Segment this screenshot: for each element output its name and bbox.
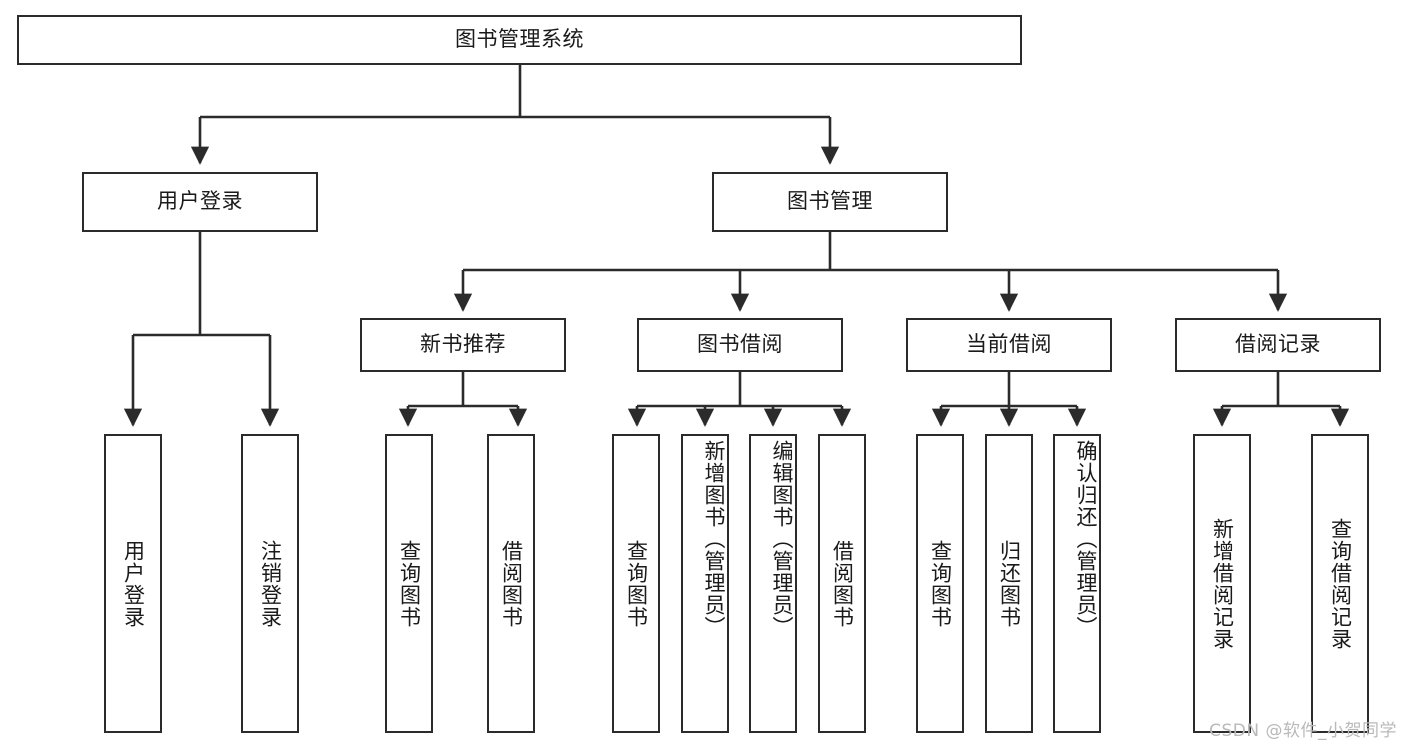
node-label: 借阅图书 [830, 539, 855, 628]
node-current-borrow[interactable]: 当前借阅 [906, 318, 1112, 372]
leaf-add-borrow-record[interactable]: 新增借阅记录 [1193, 434, 1251, 733]
leaf-borrow-book[interactable]: 借阅图书 [818, 434, 866, 733]
leaf-confirm-return-admin[interactable]: 确认归还（管理员） [1053, 434, 1101, 733]
leaf-user-logout[interactable]: 注销登录 [241, 434, 299, 733]
node-label: 查询借阅记录 [1328, 517, 1353, 650]
leaf-query-book-current[interactable]: 查询图书 [916, 434, 964, 733]
node-label: 编辑图书（管理员） [770, 440, 794, 638]
node-borrow-record[interactable]: 借阅记录 [1175, 318, 1381, 372]
node-label: 新增借阅记录 [1210, 517, 1235, 650]
node-label: 查询图书 [397, 539, 422, 628]
node-label: 注销登录 [258, 539, 283, 628]
node-label: 新书推荐 [420, 332, 506, 357]
leaf-add-book-admin[interactable]: 新增图书（管理员） [681, 434, 729, 733]
leaf-query-book-borrow[interactable]: 查询图书 [612, 434, 660, 733]
leaf-user-login[interactable]: 用户登录 [104, 434, 162, 733]
node-label: 用户登录 [121, 539, 146, 628]
node-label: 图书管理系统 [455, 27, 584, 52]
node-label: 借阅记录 [1235, 332, 1321, 357]
leaf-return-book[interactable]: 归还图书 [985, 434, 1033, 733]
leaf-query-book-recommend[interactable]: 查询图书 [385, 434, 433, 733]
node-label: 查询图书 [624, 539, 649, 628]
node-book-borrow[interactable]: 图书借阅 [637, 318, 843, 372]
leaf-borrow-book-recommend[interactable]: 借阅图书 [487, 434, 535, 733]
node-user-login[interactable]: 用户登录 [82, 172, 318, 232]
node-label: 当前借阅 [966, 332, 1052, 357]
node-label: 图书借阅 [697, 332, 783, 357]
node-label: 新增图书（管理员） [702, 440, 726, 638]
node-label: 用户登录 [157, 189, 243, 214]
node-label: 确认归还（管理员） [1074, 440, 1098, 638]
node-root-system[interactable]: 图书管理系统 [17, 15, 1022, 65]
watermark-text: CSDN @软件_小贺同学 [1209, 721, 1397, 741]
node-label: 借阅图书 [499, 539, 524, 628]
node-label: 查询图书 [928, 539, 953, 628]
node-label: 归还图书 [997, 539, 1022, 628]
node-new-book-recommend[interactable]: 新书推荐 [360, 318, 566, 372]
leaf-edit-book-admin[interactable]: 编辑图书（管理员） [749, 434, 797, 733]
node-label: 图书管理 [787, 189, 873, 214]
node-book-management[interactable]: 图书管理 [712, 172, 948, 232]
leaf-query-borrow-record[interactable]: 查询借阅记录 [1311, 434, 1369, 733]
